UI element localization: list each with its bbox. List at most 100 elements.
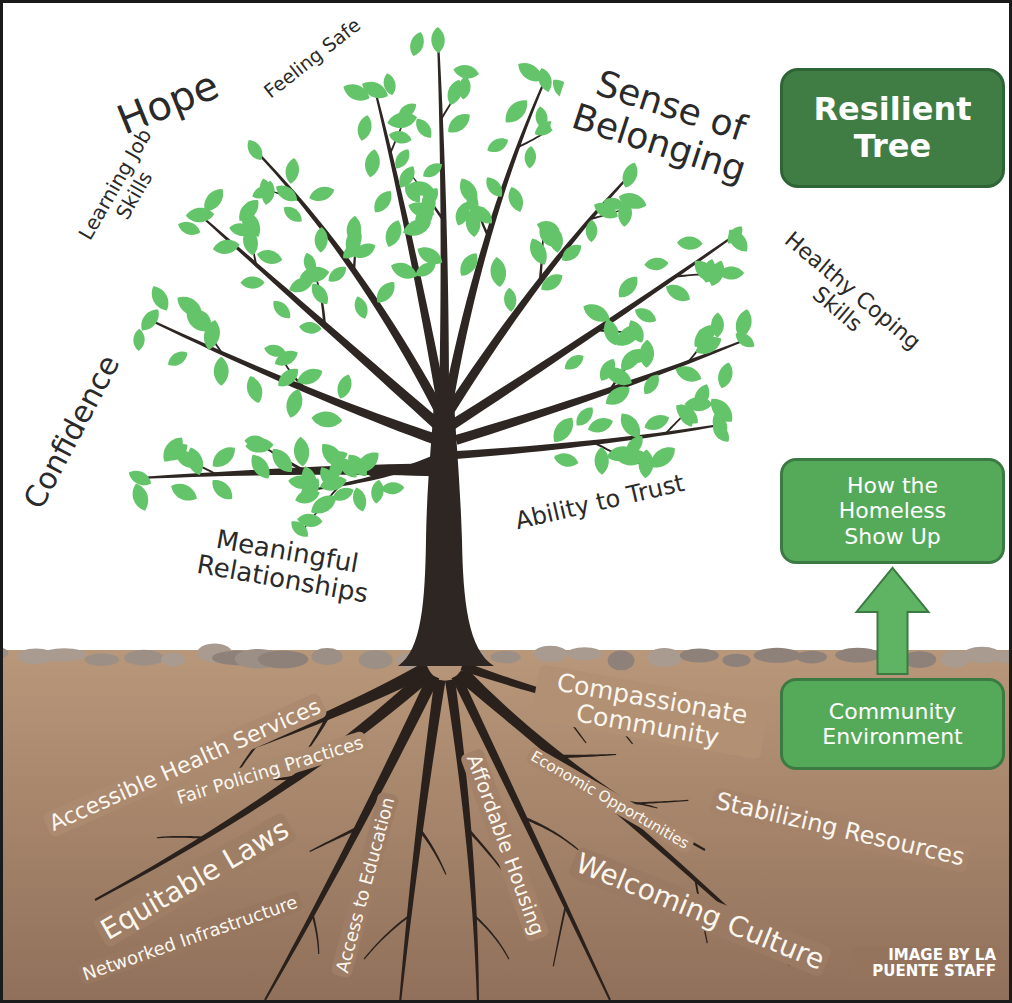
leaf (283, 387, 305, 420)
leaf (346, 215, 362, 244)
leaf (388, 259, 420, 283)
leaf (420, 159, 445, 181)
leaf (269, 297, 294, 323)
leaf (625, 317, 648, 345)
leaf (171, 444, 199, 472)
leaf (644, 257, 669, 271)
leaf (586, 219, 598, 242)
leaf (208, 442, 240, 472)
leaf (388, 129, 413, 146)
leaf (240, 276, 264, 288)
leaf (505, 185, 526, 214)
stone (312, 648, 343, 665)
leaf (214, 357, 229, 386)
leaf (296, 474, 324, 505)
stone (161, 653, 185, 667)
leaf (524, 146, 537, 169)
leaf (596, 356, 620, 384)
tree-branch (199, 214, 441, 429)
leaf (700, 257, 719, 284)
leaf (280, 203, 305, 226)
tree-trunk (398, 400, 494, 666)
leaf (244, 374, 266, 405)
stone (754, 648, 801, 663)
leaf (129, 481, 152, 513)
trait-label: Meaningful Relationships (158, 515, 412, 615)
tree-twig (440, 73, 471, 119)
leaf (350, 240, 378, 262)
leaf (293, 436, 311, 467)
leaf (359, 77, 391, 102)
leaf (246, 451, 274, 483)
credit-note: IMAGE BY LA PUENTE STAFF (852, 946, 1000, 980)
leaf (616, 189, 648, 212)
root-label: Access to Education (330, 791, 400, 979)
leaf (552, 451, 580, 470)
tree-root (474, 915, 509, 959)
root-label: Economic Opportunities (524, 745, 696, 855)
stone (0, 646, 8, 660)
tree-root (364, 915, 410, 959)
leaf (352, 295, 371, 321)
leaf (395, 163, 419, 191)
leaf (732, 329, 757, 352)
leaf (314, 227, 328, 253)
stone (992, 650, 1012, 663)
leaf (355, 114, 374, 143)
stone (567, 647, 602, 660)
leaf (168, 479, 200, 505)
leaf (561, 351, 586, 373)
tree-root (523, 816, 579, 850)
leaf (548, 413, 578, 446)
leaf (212, 238, 241, 256)
leaf (165, 348, 191, 370)
leaf (126, 467, 154, 489)
leaf (465, 208, 482, 238)
leaf (334, 372, 355, 400)
leaf (455, 175, 482, 208)
leaf (673, 362, 704, 385)
tree-branch (443, 80, 546, 405)
leaf (298, 321, 322, 335)
leaf (711, 312, 724, 337)
tree-branch (449, 234, 735, 429)
stone (608, 650, 635, 670)
soil-ground (0, 650, 1012, 1003)
leaf (294, 365, 325, 389)
leaf (274, 364, 302, 391)
leaf (381, 482, 405, 496)
leaf (382, 218, 405, 250)
leaf (602, 196, 627, 212)
leaf (692, 332, 724, 358)
leaf (182, 307, 214, 337)
leaf (208, 475, 237, 504)
leaf (316, 464, 339, 491)
leaf (580, 300, 613, 327)
leaf (343, 450, 372, 480)
leaf (457, 75, 471, 100)
stone (533, 646, 567, 662)
leaf (414, 242, 446, 268)
leaf (677, 236, 703, 251)
leaf (489, 256, 507, 288)
leaf (311, 410, 343, 428)
leaf (558, 241, 585, 266)
leaf (372, 278, 399, 307)
leaf (456, 249, 483, 279)
root-label: Stabilizing Resources (709, 787, 971, 873)
leaf (639, 339, 654, 368)
leaf (444, 109, 474, 137)
leaf (370, 187, 396, 216)
leaf (690, 382, 713, 412)
leaf (614, 272, 642, 302)
leaf (535, 66, 554, 93)
leaf (407, 30, 427, 58)
leaf (133, 329, 145, 352)
leaf (548, 226, 565, 254)
leaf (267, 444, 298, 477)
up-arrow (857, 568, 929, 674)
leaf (452, 63, 480, 81)
tree-branch (456, 424, 720, 459)
tree-branch (374, 90, 447, 405)
